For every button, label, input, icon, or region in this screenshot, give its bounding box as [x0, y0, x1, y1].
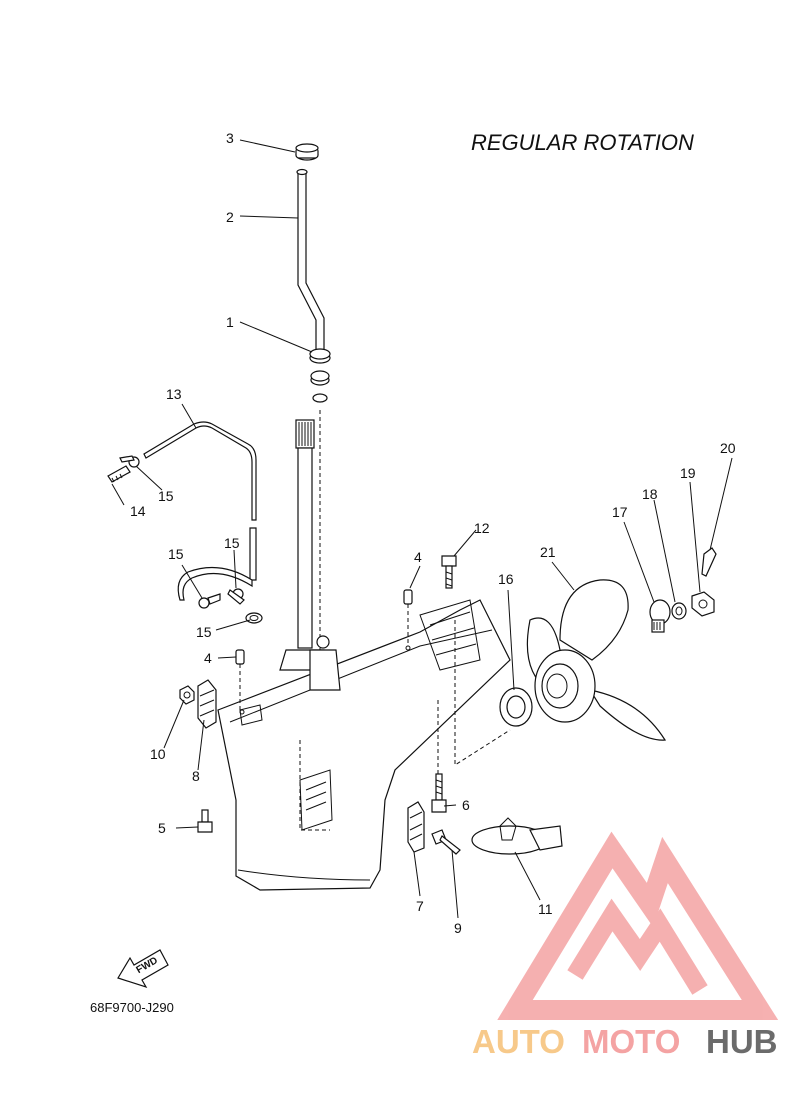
- callout-16: 16: [498, 571, 514, 587]
- part-5-bolt: [197, 809, 213, 833]
- callout-4-upper: 4: [414, 549, 422, 565]
- callout-3: 3: [226, 130, 234, 146]
- part-15-clip-upper: [119, 455, 140, 468]
- callout-2: 2: [226, 209, 234, 225]
- callout-15-upper: 15: [158, 488, 174, 504]
- dowel-hole-lower: [239, 709, 245, 715]
- part-2-water-tube: [296, 168, 325, 351]
- part-7-anode: [407, 801, 425, 853]
- callout-15-right: 15: [224, 535, 240, 551]
- part-4-dowel-lower: [235, 649, 245, 665]
- callout-8: 8: [192, 768, 200, 784]
- part-10-nut: [179, 685, 195, 705]
- drawing-code: 68F9700-J290: [90, 1000, 174, 1015]
- part-20-cotter-pin: [701, 547, 717, 577]
- callout-5: 5: [158, 820, 166, 836]
- part-6-bolt: [431, 773, 447, 813]
- watermark-logo: [497, 831, 779, 1020]
- part-18-washer: [671, 602, 687, 620]
- callout-15-left: 15: [168, 546, 184, 562]
- callout-1: 1: [226, 314, 234, 330]
- part-11-trim-tab: [471, 817, 563, 855]
- diagram-title: REGULAR ROTATION: [471, 130, 694, 155]
- watermark-text-hub: HUB: [706, 1023, 778, 1060]
- callout-17: 17: [612, 504, 628, 520]
- callout-11: 11: [538, 901, 553, 917]
- callout-7: 7: [416, 898, 424, 914]
- part-8-anode: [197, 679, 217, 729]
- callout-6: 6: [462, 797, 470, 813]
- part-4-dowel-upper: [403, 589, 413, 605]
- part-21-propeller: [526, 579, 667, 741]
- part-1-seal-stack: [309, 348, 331, 403]
- fwd-arrow-icon: FWD: [117, 949, 169, 989]
- part-9-bolt: [431, 829, 461, 855]
- callout-4-lower: 4: [204, 650, 212, 666]
- part-16-thrust-washer: [499, 687, 533, 727]
- watermark-text-auto: AUTO: [472, 1023, 565, 1060]
- leader-lines: [111, 139, 733, 919]
- part-15-clip-right: [227, 588, 245, 605]
- part-13-pilot-hose: [143, 421, 257, 601]
- part-14-fitting: [107, 465, 131, 483]
- callout-21: 21: [540, 544, 556, 560]
- dowel-hole: [405, 645, 411, 651]
- watermark-text-moto: MOTO: [582, 1023, 680, 1060]
- callout-9: 9: [454, 920, 462, 936]
- callout-19: 19: [680, 465, 696, 481]
- lower-case-housing: [217, 599, 511, 891]
- callout-20: 20: [720, 440, 736, 456]
- part-19-nut: [691, 591, 715, 617]
- callout-13: 13: [166, 386, 182, 402]
- part-17-spacer: [649, 599, 671, 633]
- callout-12: 12: [474, 520, 490, 536]
- part-15-clip-lower: [245, 612, 263, 624]
- drive-shaft: [279, 410, 331, 671]
- part-15-clip-left: [198, 593, 221, 609]
- callout-10: 10: [150, 746, 166, 762]
- callout-14: 14: [130, 503, 146, 519]
- part-12-bolt: [441, 555, 457, 589]
- part-3-grommet: [295, 143, 319, 161]
- callout-18: 18: [642, 486, 658, 502]
- callout-15-lower: 15: [196, 624, 212, 640]
